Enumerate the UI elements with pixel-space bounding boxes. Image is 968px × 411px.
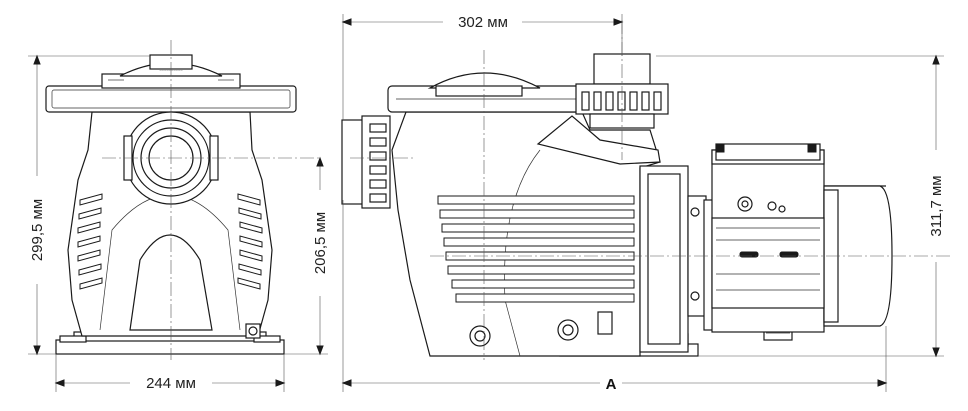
dim-height-right: 311,7 мм [928, 175, 945, 236]
dimension-labels: 302 мм 299,5 мм 206,5 мм 244 мм A 311,7 … [29, 14, 945, 393]
side-view [341, 53, 893, 357]
dim-width-top: 302 мм [458, 14, 508, 31]
dim-width-bottom: 244 мм [146, 375, 196, 392]
dim-height-axis: 206,5 мм [312, 212, 329, 274]
left-ribs [77, 193, 103, 290]
lid-engraving: ~~~~~~~~~~ [159, 68, 183, 73]
union-ribs-top [581, 91, 662, 111]
union-ribs-left [369, 123, 387, 203]
dimension-lines [28, 14, 944, 392]
dim-length-total: A [606, 376, 617, 393]
center-lines [102, 20, 950, 360]
dim-height-left: 299,5 мм [29, 199, 46, 261]
right-ribs [237, 193, 263, 290]
